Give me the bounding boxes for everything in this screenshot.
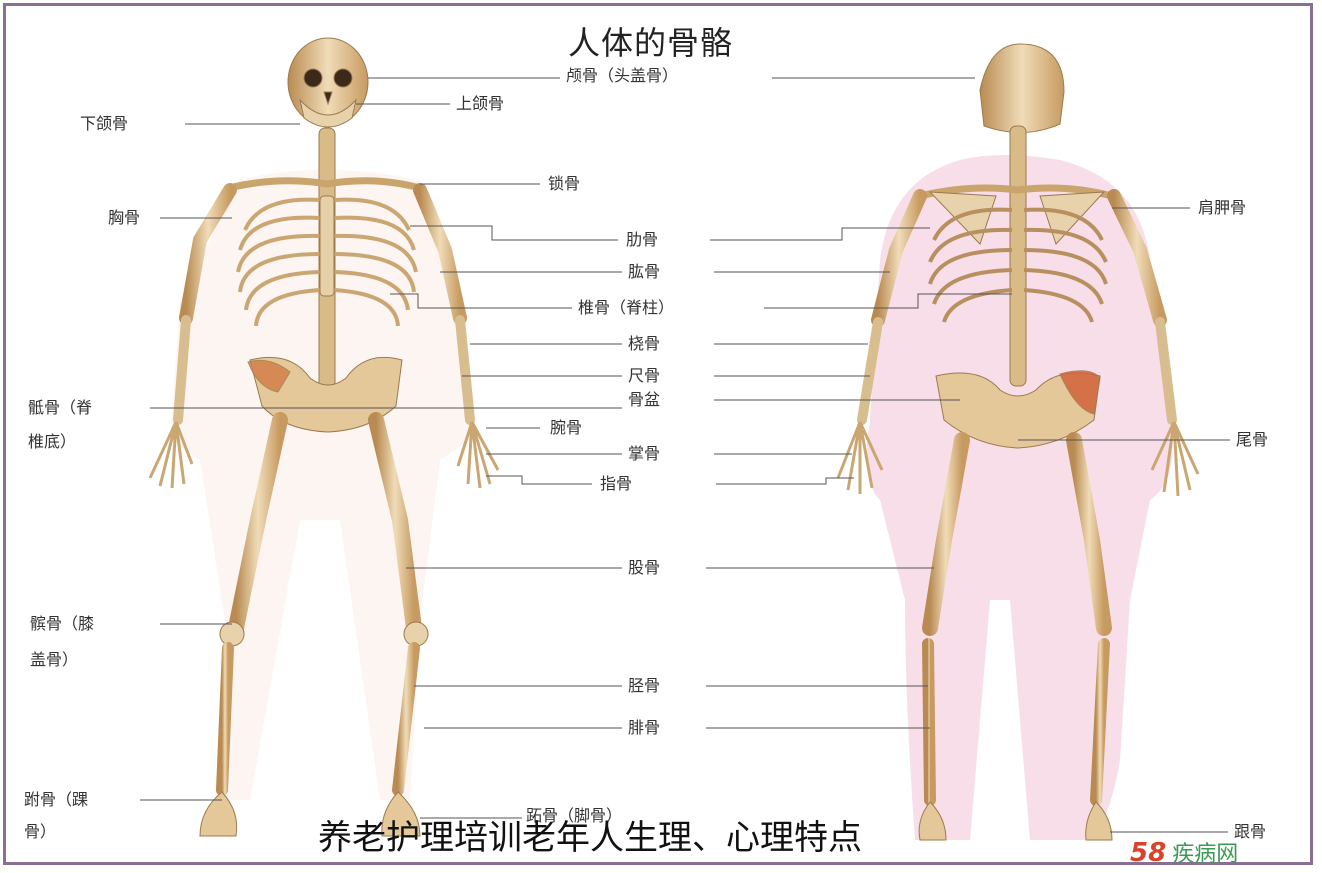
label-tibia: 胫骨 (628, 676, 660, 696)
back-left-tibia (928, 644, 930, 800)
right-eye-socket (334, 69, 352, 87)
label-patella-line1: 髌骨（膝 (30, 614, 94, 634)
label-scapula: 肩胛骨 (1198, 198, 1246, 218)
label-ulna: 尺骨 (628, 366, 660, 386)
front-left-patella (220, 622, 244, 646)
label-vertebrae: 椎骨（脊柱） (578, 298, 674, 318)
label-femur: 股骨 (628, 558, 660, 578)
label-metacarpals: 掌骨 (628, 444, 660, 464)
label-phalanges: 指骨 (600, 474, 632, 494)
left-eye-socket (304, 69, 322, 87)
back-right-tibia (1096, 644, 1104, 800)
label-patella-line2: 盖骨） (30, 650, 78, 670)
back-skull (980, 44, 1064, 133)
label-mandible: 下颌骨 (80, 114, 128, 134)
diagram-title: 人体的骨骼 (568, 18, 733, 64)
watermark-logo: 58 (1130, 838, 1166, 868)
label-maxilla: 上颌骨 (456, 94, 504, 114)
back-spine (1010, 126, 1026, 386)
slide-caption: 养老护理培训老年人生理、心理特点 (318, 818, 862, 873)
label-clavicle: 锁骨 (548, 174, 580, 194)
label-radius: 桡骨 (628, 334, 660, 354)
label-frontal-bone: 颅骨（头盖骨） (566, 66, 678, 86)
label-sacrum-line1: 骶骨（脊 (28, 398, 92, 418)
front-left-tibia (222, 648, 228, 790)
label-carpals: 腕骨 (550, 418, 582, 438)
watermark-text: 疾病网 (1172, 842, 1238, 867)
label-sacrum-line2: 椎底） (28, 432, 76, 452)
front-skull (288, 38, 368, 126)
label-pelvis: 骨盆 (628, 390, 660, 410)
front-sternum (320, 196, 334, 296)
label-humerus: 肱骨 (628, 262, 660, 282)
label-tarsals-line2: 骨） (24, 822, 56, 842)
label-sternum: 胸骨 (108, 208, 140, 228)
label-coccyx: 尾骨 (1236, 430, 1268, 450)
label-tarsals-line1: 跗骨（踝 (24, 790, 88, 810)
label-fibula: 腓骨 (628, 718, 660, 738)
label-calcaneus: 跟骨 (1234, 822, 1266, 842)
label-ribs: 肋骨 (626, 230, 658, 250)
